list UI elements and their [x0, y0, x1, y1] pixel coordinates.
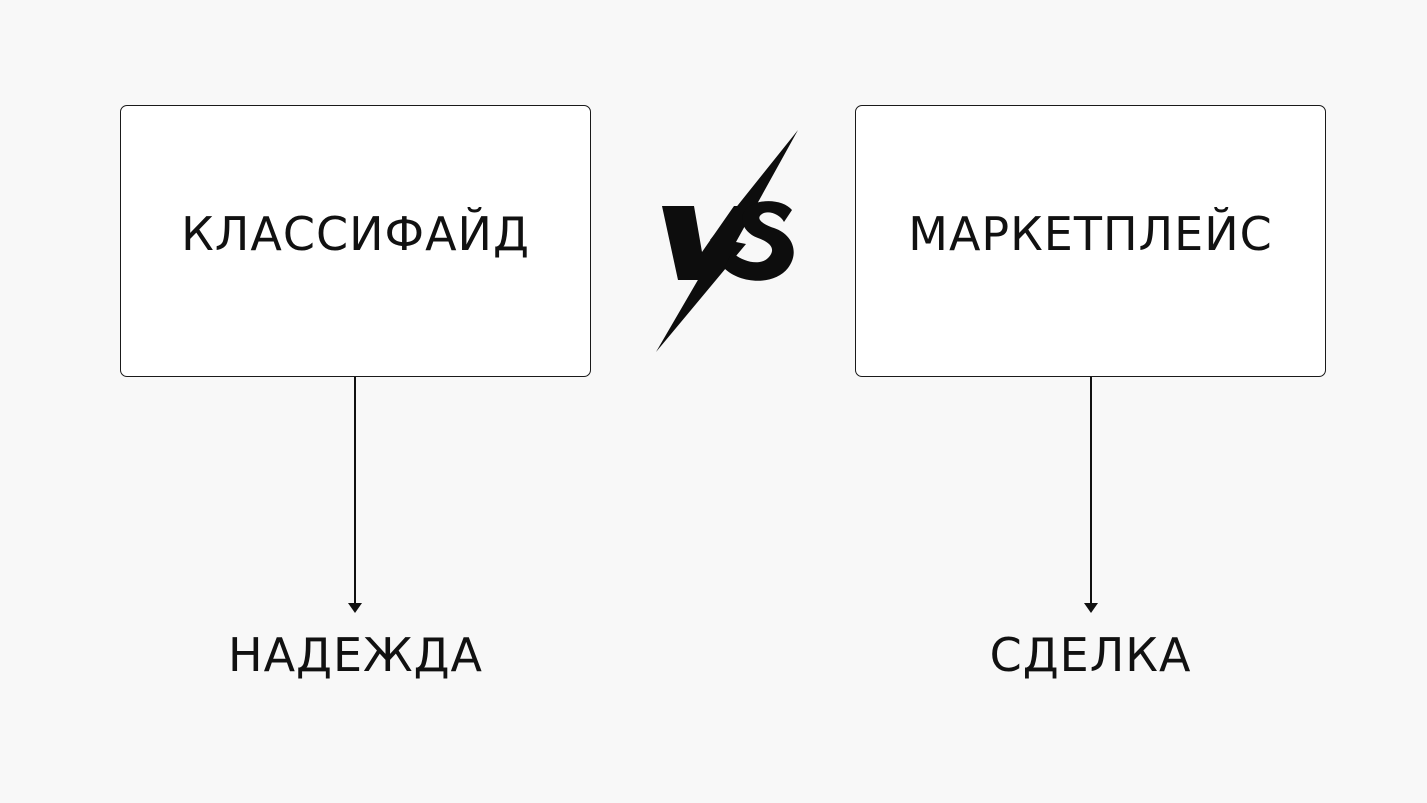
marketplace-arrow [1084, 377, 1098, 613]
classified-label: КЛАССИФАЙД [181, 207, 530, 261]
classified-box: КЛАССИФАЙД [120, 105, 591, 377]
marketplace-outcome: СДЕЛКА [989, 628, 1192, 682]
classified-arrow [348, 377, 362, 613]
vs-lightning-icon [650, 128, 805, 356]
vs-letter-s [724, 201, 794, 281]
vs-letter-v [662, 206, 748, 280]
marketplace-label: МАРКЕТПЛЕЙС [908, 207, 1273, 261]
marketplace-box: МАРКЕТПЛЕЙС [855, 105, 1326, 377]
classified-outcome: НАДЕЖДА [227, 628, 483, 682]
